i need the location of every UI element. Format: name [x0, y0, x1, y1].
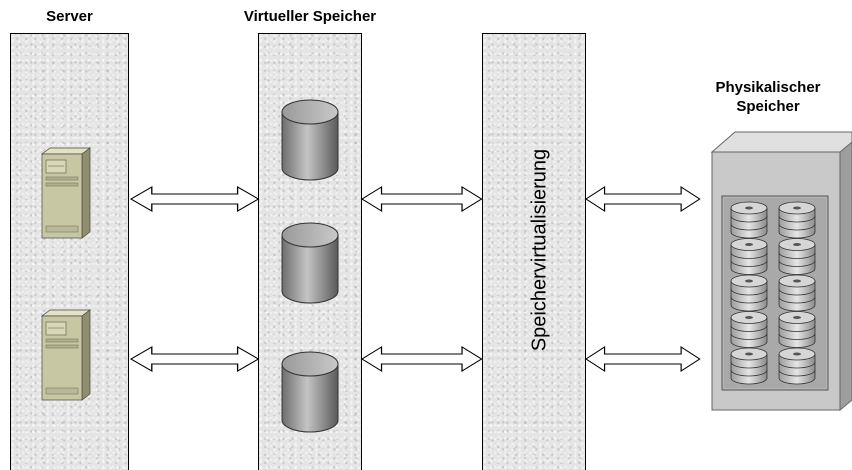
physical-storage-heading: Physikalischer Speicher — [685, 78, 851, 116]
virtualization-to-physical-arrow — [585, 186, 701, 212]
server-tower-icon — [41, 147, 91, 239]
virtual-to-virtualization-arrow — [361, 186, 483, 212]
virtualization-panel — [482, 33, 586, 470]
disk-stack-icon — [778, 347, 816, 385]
disk-stack-icon — [730, 201, 768, 239]
server-to-virtual-arrow — [130, 346, 260, 372]
disk-stack-icon — [778, 311, 816, 348]
server-tower-icon — [41, 309, 91, 401]
disk-stack-icon — [730, 347, 768, 385]
server-to-virtual-arrow — [130, 186, 260, 212]
disk-stack-icon — [730, 238, 768, 275]
disk-stack-icon — [730, 274, 768, 312]
virtualization-to-physical-arrow — [585, 346, 701, 372]
cylinder-icon — [281, 351, 339, 433]
disk-stack-icon — [778, 201, 816, 239]
disk-stack-icon — [778, 238, 816, 275]
cylinder-icon — [281, 99, 339, 181]
physical-storage-heading-line1: Physikalischer — [715, 79, 821, 96]
virtual-to-virtualization-arrow — [361, 346, 483, 372]
virtual-storage-heading: Virtueller Speicher — [243, 8, 377, 25]
server-heading: Server — [46, 8, 93, 25]
disk-stack-icon — [778, 274, 816, 312]
disk-stack-icon — [730, 311, 768, 348]
server-panel — [10, 33, 129, 470]
physical-storage-heading-line2: Speicher — [736, 98, 800, 115]
cylinder-icon — [281, 222, 339, 304]
